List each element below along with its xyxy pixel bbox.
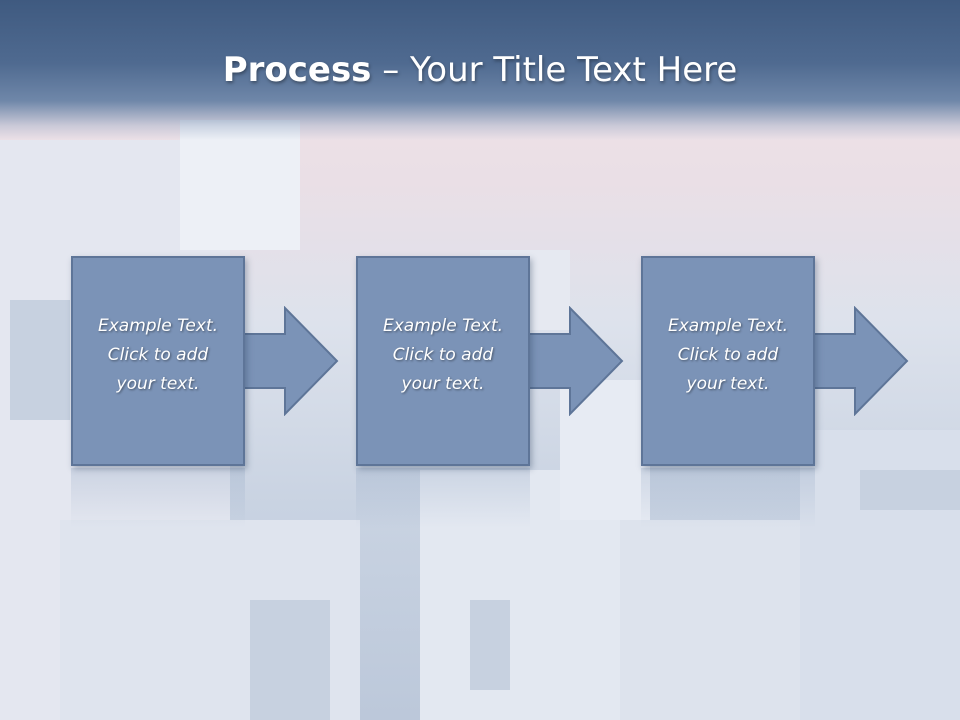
step-1-text[interactable]: Example Text. Click to add your text. bbox=[73, 312, 243, 399]
step-2-line-2: Click to add bbox=[392, 345, 494, 365]
process-step-3-box[interactable]: Example Text. Click to add your text. bbox=[641, 256, 815, 466]
step-3-text[interactable]: Example Text. Click to add your text. bbox=[643, 312, 813, 399]
process-arrow-1-icon bbox=[243, 306, 339, 416]
step-2-line-3: your text. bbox=[401, 374, 485, 394]
process-step-2-box[interactable]: Example Text. Click to add your text. bbox=[356, 256, 530, 466]
step-3-line-2: Click to add bbox=[677, 345, 779, 365]
step-2-line-1: Example Text. bbox=[382, 316, 504, 336]
title-bar bbox=[0, 0, 960, 140]
step-1-line-1: Example Text. bbox=[97, 316, 219, 336]
title-bold: Process bbox=[222, 50, 372, 90]
step-1-reflection bbox=[71, 468, 245, 528]
step-3-reflection bbox=[641, 468, 815, 528]
step-2-text[interactable]: Example Text. Click to add your text. bbox=[358, 312, 528, 399]
process-arrow-2-icon bbox=[528, 306, 624, 416]
slide-title[interactable]: Process – Your Title Text Here bbox=[0, 50, 960, 90]
process-arrow-3-icon bbox=[813, 306, 909, 416]
step-1-line-3: your text. bbox=[116, 374, 200, 394]
title-rest: – Your Title Text Here bbox=[371, 50, 738, 90]
step-2-reflection bbox=[356, 468, 530, 528]
process-step-1-box[interactable]: Example Text. Click to add your text. bbox=[71, 256, 245, 466]
step-3-line-3: your text. bbox=[686, 374, 770, 394]
step-3-line-1: Example Text. bbox=[667, 316, 789, 336]
step-1-line-2: Click to add bbox=[107, 345, 209, 365]
